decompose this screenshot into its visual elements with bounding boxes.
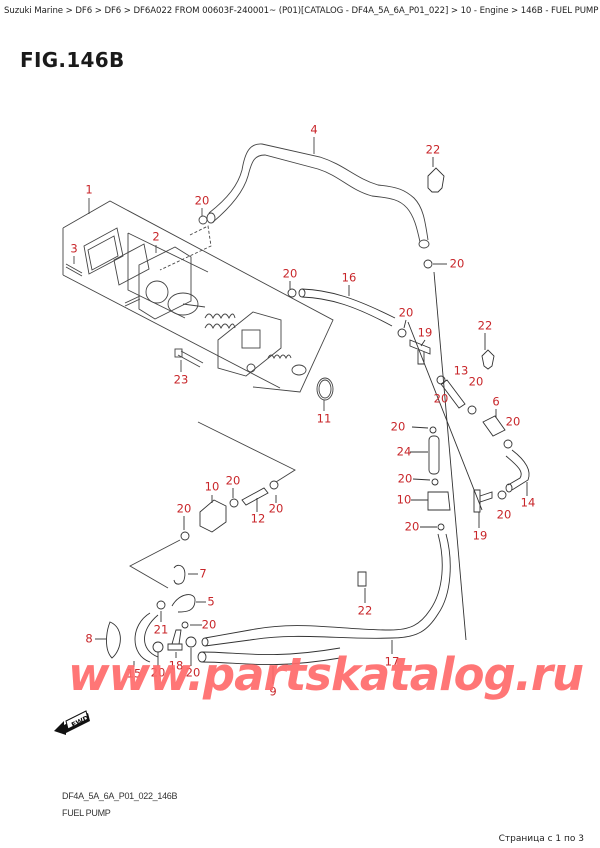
part-callout-17[interactable]: 17 [384,654,400,669]
part-callout-20[interactable]: 20 [225,473,241,488]
part-callout-10[interactable]: 10 [396,492,412,507]
hose-14 [497,449,530,500]
part-callout-20[interactable]: 20 [404,519,420,534]
part-callout-18[interactable]: 18 [168,658,184,673]
figure-title: FIG.146B [20,48,125,72]
part-callout-12[interactable]: 12 [250,511,266,526]
clip-22-top [427,157,445,193]
filter-10-right [411,478,451,531]
part-callout-20[interactable]: 20 [268,501,284,516]
part-callout-5[interactable]: 5 [207,594,215,609]
part-callout-20[interactable]: 20 [468,374,484,389]
breadcrumb[interactable]: Suzuki Marine > DF6 > DF6 > DF6A022 FROM… [4,6,600,16]
part-callout-23[interactable]: 23 [173,372,189,387]
figure-code: DF4A_5A_6A_P01_022_146B [62,791,178,801]
part-callout-19[interactable]: 19 [472,528,488,543]
part-callout-7[interactable]: 7 [199,566,207,581]
part-callout-20[interactable]: 20 [496,507,512,522]
part-callout-10[interactable]: 10 [204,479,220,494]
pump-assembly-group [62,198,334,411]
page-indicator: Страница с 1 по 3 [498,834,584,844]
part-callout-20[interactable]: 20 [449,256,465,271]
svg-text:FWD: FWD [70,714,90,729]
part-callout-22[interactable]: 22 [477,318,493,333]
part-callout-8[interactable]: 8 [85,631,93,646]
hose-17 [201,533,451,654]
part-callout-11[interactable]: 11 [316,411,332,426]
part-callout-22[interactable]: 22 [357,603,373,618]
tee-19-upper [409,339,431,365]
part-callout-6[interactable]: 6 [492,394,500,409]
part-callout-20[interactable]: 20 [505,414,521,429]
part-callout-20[interactable]: 20 [194,193,210,208]
part-callout-21[interactable]: 21 [153,622,169,637]
hose-4 [198,137,430,249]
hose-24 [410,426,440,475]
part-callout-20[interactable]: 20 [201,617,217,632]
part-callout-1[interactable]: 1 [85,182,93,197]
part-callout-24[interactable]: 24 [396,444,412,459]
part-callout-13[interactable]: 13 [453,363,469,378]
fwd-arrow-icon: FWD [52,705,92,739]
part-callout-16[interactable]: 16 [341,270,357,285]
figure-name: FUEL PUMP [62,808,111,818]
part-callout-20[interactable]: 20 [282,266,298,281]
part-callout-3[interactable]: 3 [70,241,78,256]
part-callout-9[interactable]: 9 [269,684,277,699]
part-callout-20[interactable]: 20 [176,501,192,516]
hose-13 [436,375,477,415]
hose-9 [197,647,341,684]
filter-6 [482,409,513,449]
part-callout-20[interactable]: 20 [185,665,201,680]
part-callout-2[interactable]: 2 [152,229,160,244]
part-callout-20[interactable]: 20 [150,665,166,680]
joint-18 [152,621,202,666]
part-callout-15[interactable]: 15 [126,666,142,681]
part-callout-22[interactable]: 22 [425,142,441,157]
part-callout-20[interactable]: 20 [390,419,406,434]
part-callout-20[interactable]: 20 [397,471,413,486]
filter-10-left [129,421,296,589]
part-callout-14[interactable]: 14 [520,495,536,510]
part-callout-19[interactable]: 19 [417,325,433,340]
part-callout-4[interactable]: 4 [310,122,318,137]
hose-16 [287,281,407,338]
part-callout-20[interactable]: 20 [398,305,414,320]
part-callout-20[interactable]: 20 [433,391,449,406]
watermark: www.partskatalog.ru [68,648,584,701]
